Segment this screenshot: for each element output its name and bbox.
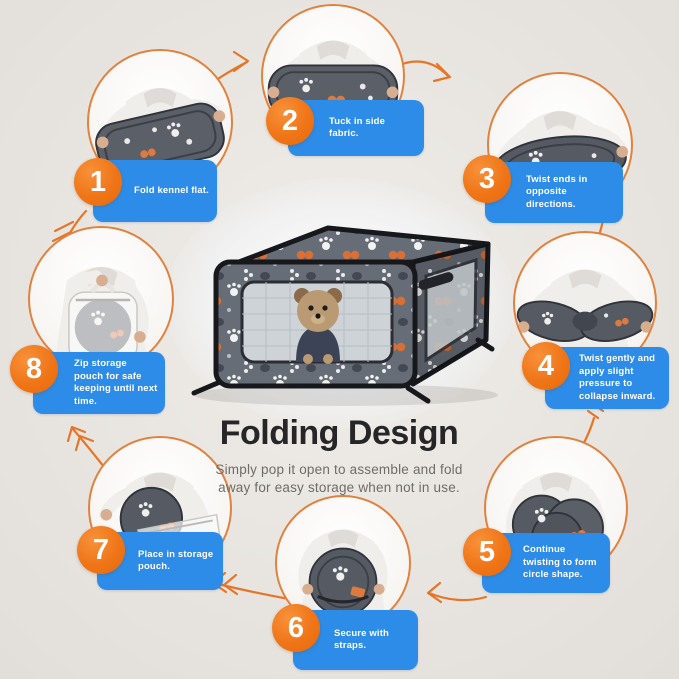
step-4-text: Twist gently and apply slight pressure t…	[579, 353, 656, 402]
kennel-strap-back	[475, 337, 495, 352]
dog-in-kennel	[294, 288, 342, 364]
step-1-number-badge: 1	[74, 158, 122, 206]
kennel-strap-right	[405, 385, 431, 404]
folded-disc-with-straps	[308, 547, 378, 617]
step-4-number-badge: 4	[522, 342, 570, 390]
step-4-text-box: Twist gently and apply slight pressure t…	[545, 347, 669, 409]
step-2-text: Tuck in side fabric.	[329, 115, 385, 140]
arrow-step5-to-step6	[426, 581, 488, 604]
page-title: Folding Design	[219, 414, 459, 452]
step-2-number-badge: 2	[266, 97, 314, 145]
step-8-number-badge: 8	[10, 345, 58, 393]
kennel-handle	[418, 272, 454, 290]
step-1-text: Fold kennel flat.	[134, 184, 209, 196]
step-6-text: Secure with straps.	[334, 627, 389, 652]
zipped-storage-pouch	[68, 281, 138, 363]
kennel-strap-left	[191, 379, 223, 396]
step-3-text: Twist ends in opposite directions.	[526, 173, 588, 210]
step-7-text: Place in storage pouch.	[138, 548, 214, 573]
figure-eight-twist	[516, 300, 654, 342]
step-7-number-badge: 7	[77, 526, 125, 574]
person-zipping-storage-pouch	[53, 266, 149, 370]
product-image	[178, 190, 500, 410]
kennel-product-illustration	[191, 225, 498, 406]
step-3-number-badge: 3	[463, 155, 511, 203]
step-8-text: Zip storage pouch for safe keeping until…	[74, 358, 158, 407]
step-6-number-badge: 6	[272, 604, 320, 652]
step-5-number-badge: 5	[463, 528, 511, 576]
step-5-text: Continue twisting to form circle shape.	[523, 544, 597, 581]
product-shadow	[194, 384, 498, 406]
step-8-photo	[28, 226, 174, 372]
title-block: Folding Design Simply pop it open to ass…	[169, 414, 509, 497]
page-subtitle: Simply pop it open to assemble and fold …	[215, 462, 463, 495]
